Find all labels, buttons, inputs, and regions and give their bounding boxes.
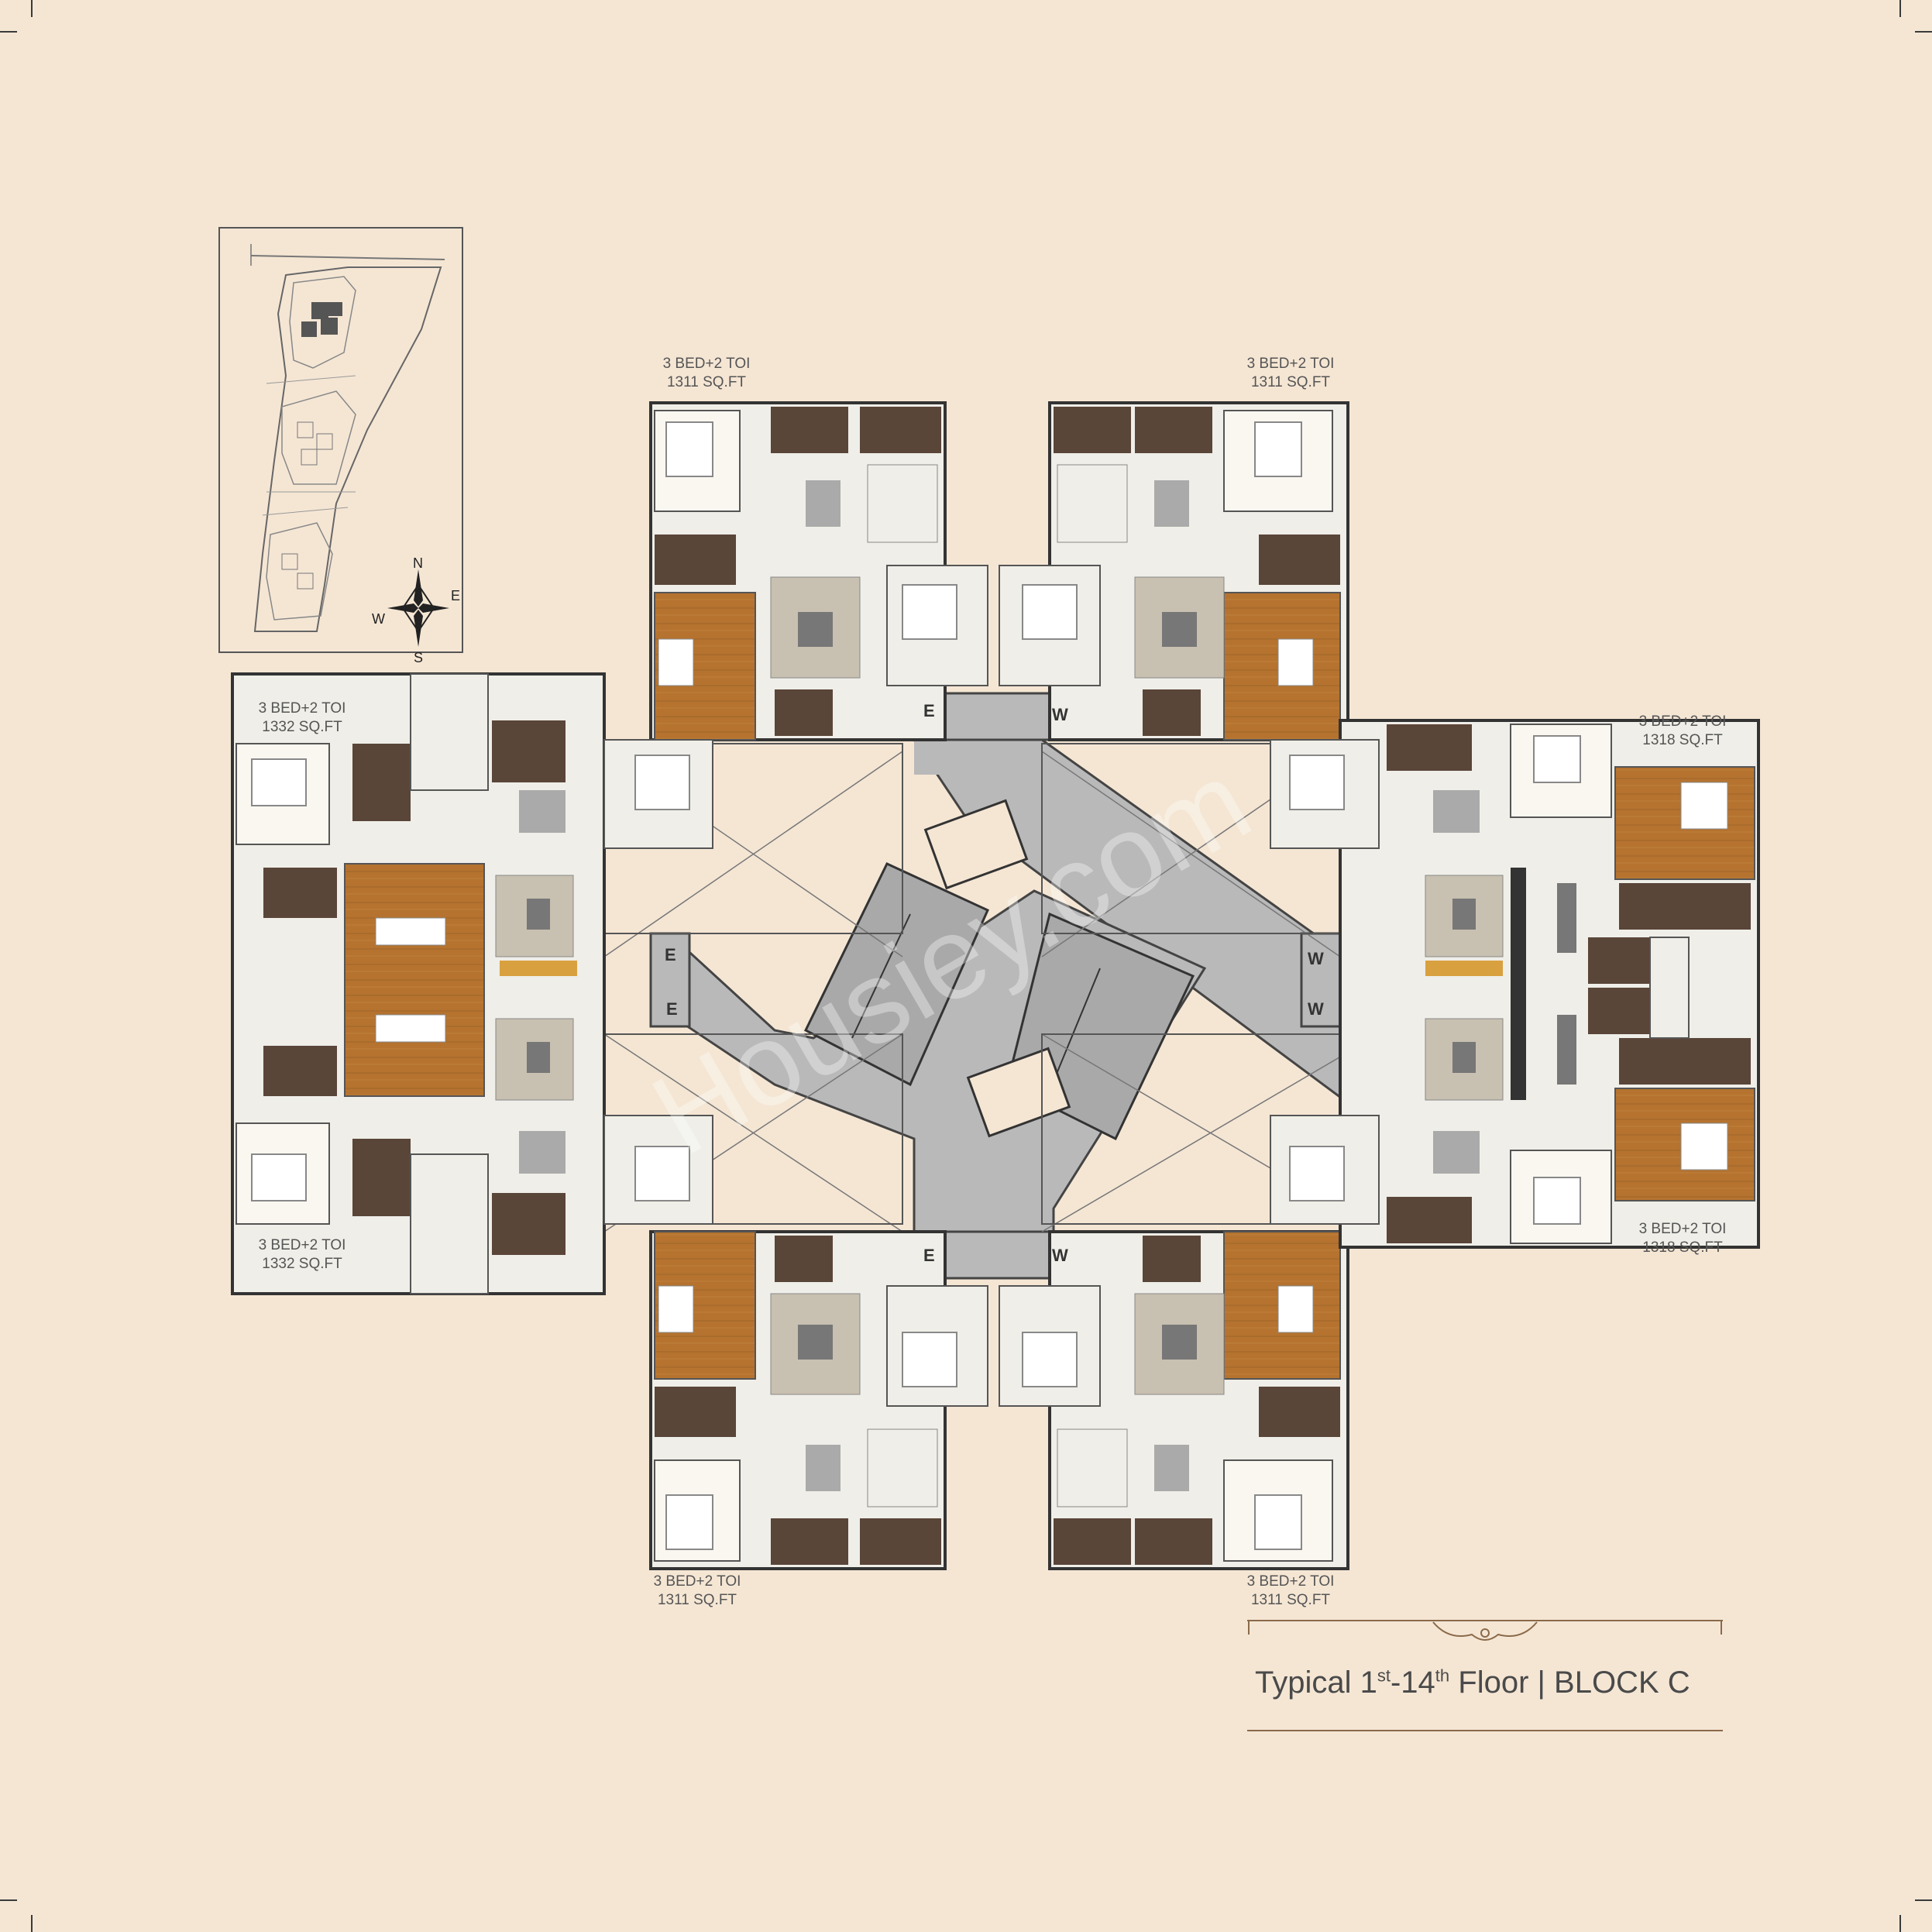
lift-marker-e: E: [923, 701, 935, 720]
unit-area: 1311 SQ.FT: [657, 1592, 737, 1608]
unit-label: 3 BED+2 TOI 1311 SQ.FT: [629, 355, 784, 392]
title-block: Typical 1st-14th Floor | BLOCK C: [1247, 1617, 1723, 1732]
crop-mark: [1915, 1899, 1932, 1901]
unit-label: 3 BED+2 TOI 1318 SQ.FT: [1605, 713, 1760, 750]
unit-type: 3 BED+2 TOI: [258, 700, 346, 717]
unit-right: [1270, 719, 1760, 1249]
unit-type: 3 BED+2 TOI: [1638, 1221, 1727, 1237]
unit-top-left: [649, 401, 988, 741]
title-ornament: [1247, 1620, 1723, 1731]
unit-label: 3 BED+2 TOI 1311 SQ.FT: [1213, 355, 1368, 392]
unit-bottom-right: [999, 1230, 1349, 1570]
lift-marker-w: W: [1052, 705, 1068, 724]
crop-mark: [0, 31, 17, 33]
unit-label: 3 BED+2 TOI 1332 SQ.FT: [225, 700, 380, 737]
compass-w: W: [372, 611, 385, 627]
unit-type: 3 BED+2 TOI: [1638, 713, 1727, 730]
unit-left: [231, 672, 713, 1295]
unit-label: 3 BED+2 TOI 1318 SQ.FT: [1605, 1220, 1760, 1257]
compass-icon: N S E W: [372, 555, 460, 665]
unit-label: 3 BED+2 TOI 1311 SQ.FT: [620, 1573, 775, 1610]
crop-mark: [1915, 31, 1932, 33]
unit-area: 1332 SQ.FT: [262, 1256, 342, 1272]
unit-type: 3 BED+2 TOI: [653, 1573, 741, 1590]
lift-marker-w: W: [1052, 1246, 1068, 1265]
lift-marker-e: E: [666, 999, 678, 1019]
unit-area: 1318 SQ.FT: [1642, 1239, 1723, 1256]
lift-marker-e: E: [665, 945, 676, 964]
unit-type: 3 BED+2 TOI: [1246, 1573, 1335, 1590]
lift-marker-e: E: [923, 1246, 935, 1265]
site-map: [250, 244, 445, 632]
unit-type: 3 BED+2 TOI: [1246, 356, 1335, 372]
compass-n: N: [413, 555, 423, 571]
compass-s: S: [414, 650, 423, 665]
unit-label: 3 BED+2 TOI 1311 SQ.FT: [1213, 1573, 1368, 1610]
unit-area: 1318 SQ.FT: [1642, 732, 1723, 748]
lift-marker-w: W: [1308, 949, 1324, 968]
unit-area: 1311 SQ.FT: [1250, 374, 1331, 390]
crop-mark: [31, 0, 33, 17]
crop-mark: [0, 1899, 17, 1901]
unit-type: 3 BED+2 TOI: [258, 1237, 346, 1253]
crop-mark: [1899, 1915, 1901, 1932]
unit-area: 1311 SQ.FT: [1250, 1592, 1331, 1608]
unit-bottom-left: [649, 1230, 988, 1570]
lift-marker-w: W: [1308, 999, 1324, 1019]
crop-mark: [31, 1915, 33, 1932]
unit-area: 1311 SQ.FT: [666, 374, 747, 390]
compass-e: E: [451, 588, 460, 603]
plan-title: Typical 1st-14th Floor | BLOCK C: [1255, 1666, 1690, 1700]
key-plan: [218, 227, 463, 653]
crop-mark: [1899, 0, 1901, 17]
unit-area: 1332 SQ.FT: [262, 719, 342, 735]
unit-label: 3 BED+2 TOI 1332 SQ.FT: [225, 1236, 380, 1274]
unit-top-right: [999, 401, 1349, 741]
unit-type: 3 BED+2 TOI: [662, 356, 751, 372]
